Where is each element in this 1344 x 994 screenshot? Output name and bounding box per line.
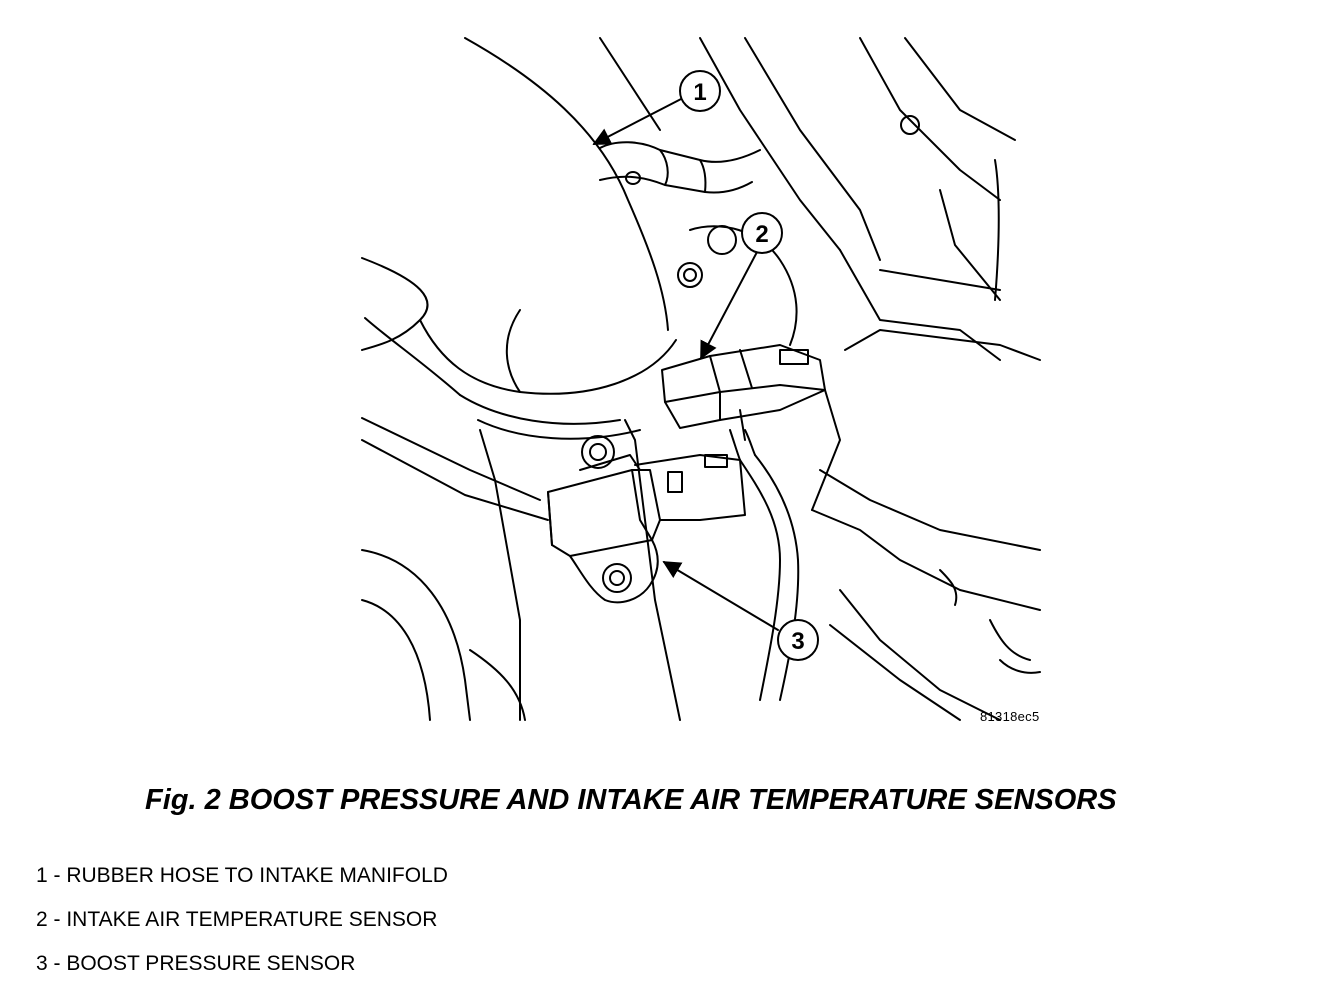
callout-3-leader [662, 561, 779, 631]
callout-2-leader [700, 251, 758, 360]
intake-air-temperature-sensor [661, 344, 826, 441]
callout-1-number: 1 [693, 79, 706, 106]
callout-1-leader [592, 97, 684, 145]
lower-bracket [361, 417, 681, 721]
legend-item: 1 - RUBBER HOSE TO INTAKE MANIFOLD [36, 864, 448, 887]
callout-2-number: 2 [755, 221, 768, 248]
callout-3-circle [777, 619, 819, 661]
callout-1-circle [679, 70, 721, 112]
callout-3-number: 3 [791, 628, 804, 655]
boost-pressure-sensor [547, 435, 746, 604]
figure-id: 81318ec5 [980, 709, 1040, 724]
legend-item: 3 - BOOST PRESSURE SENSOR [36, 952, 356, 975]
wiring-harness [729, 429, 800, 701]
callout-2-circle [741, 212, 783, 254]
legend: 1 - RUBBER HOSE TO INTAKE MANIFOLD 2 - I… [36, 862, 448, 994]
rubber-hose [599, 141, 761, 194]
right-panel [811, 329, 1041, 721]
figure-title: Fig. 2 BOOST PRESSURE AND INTAKE AIR TEM… [145, 784, 1117, 816]
intake-tube [361, 37, 677, 440]
manifold-structure [599, 37, 1016, 361]
legend-item: 2 - INTAKE AIR TEMPERATURE SENSOR [36, 908, 438, 931]
